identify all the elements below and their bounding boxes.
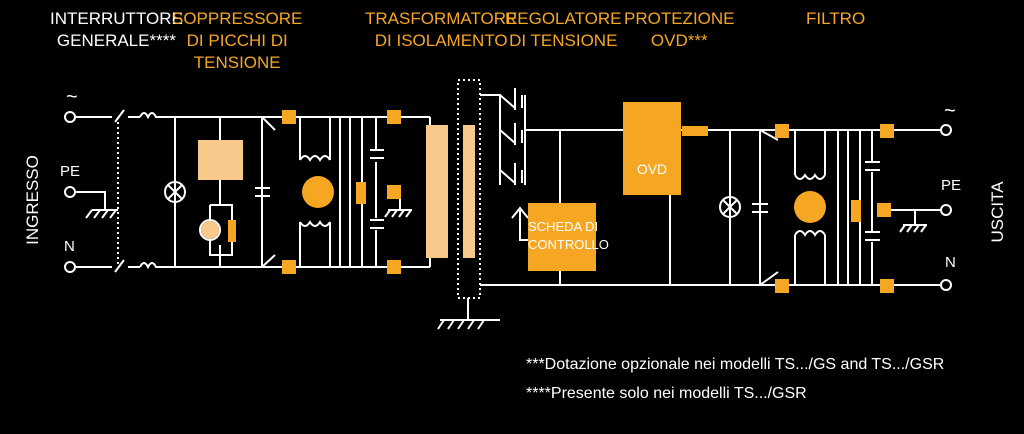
output-n-label: N (945, 254, 956, 271)
filter-out-resistor (851, 200, 861, 222)
input-pe-label: PE (60, 163, 81, 180)
output-lamp (719, 196, 741, 218)
header-voltage-regulator: REGOLATORE DI TENSIONE (505, 9, 622, 50)
node-9 (877, 203, 891, 217)
ovd-block (623, 102, 681, 195)
input-n-terminal (64, 261, 76, 273)
choke-core-in (302, 176, 334, 208)
surge-lamp-2-fill (201, 221, 219, 239)
choke-coil-bottom (299, 220, 331, 267)
header-main-switch: INTERRUTTORE GENERALE**** (50, 9, 183, 50)
control-arrow (511, 206, 530, 241)
transformer-primary-block (426, 125, 448, 258)
output-pe-wire (890, 209, 940, 233)
node-1 (282, 110, 296, 124)
node-4 (387, 185, 401, 199)
capacitor-1 (255, 187, 270, 197)
input-ac-label: ~ (66, 86, 78, 108)
header-filter: FILTRO (806, 9, 866, 28)
input-bottom-wire (75, 259, 290, 273)
surge-branch (209, 204, 233, 267)
surge-suppressor-block (198, 140, 243, 180)
input-pe-terminal (64, 186, 76, 198)
control-board-block (528, 203, 596, 271)
choke-coil-top (299, 117, 331, 162)
output-filter-caps (865, 161, 880, 241)
input-top-wire (75, 109, 290, 123)
transformer-ground (437, 298, 500, 330)
filter-in-resistor (356, 182, 366, 204)
transformer-secondary-block (463, 125, 475, 258)
node-3 (387, 110, 401, 124)
output-pe-label: PE (941, 177, 962, 194)
output-choke-links (759, 129, 779, 286)
choke-to-filter (261, 116, 276, 268)
surge-lamp-1-cross (167, 184, 183, 200)
output-cap (752, 203, 768, 213)
header-surge-suppressor: SOPPRESSORE DI PICCHI DI TENSIONE (172, 9, 303, 72)
header-isolation-transformer: TRASFORMATORE DI ISOLAMENTO (365, 9, 518, 50)
note-switch-models: ****Presente solo nei modelli TS.../GSR (526, 385, 807, 402)
triac-2 (499, 123, 523, 146)
choke-core-out (794, 191, 826, 223)
output-n-terminal (940, 279, 952, 291)
output-choke-bottom (794, 230, 826, 285)
surge-lamp-1 (164, 181, 186, 203)
output-ac-label: ~ (944, 100, 956, 122)
header-ovd-protection: PROTEZIONE OVD*** (624, 9, 735, 50)
output-choke-top (794, 130, 826, 180)
node-2 (282, 260, 296, 274)
surge-resistor (228, 220, 236, 242)
output-lamp-cross (722, 199, 738, 215)
output-ac-terminal (940, 124, 952, 136)
input-n-label: N (64, 238, 75, 255)
regulator-output (524, 95, 625, 185)
node-8 (880, 124, 894, 138)
ovd-fuse (682, 126, 708, 136)
node-5 (387, 260, 401, 274)
output-pe-terminal (940, 204, 952, 216)
triac-3 (499, 163, 523, 186)
input-ac-terminal (64, 111, 76, 123)
ovd-label: OVD (636, 161, 668, 177)
triac-1 (499, 88, 523, 111)
node-7 (775, 279, 789, 293)
transformer-secondary-top (480, 94, 501, 185)
node-6 (775, 124, 789, 138)
control-board-label: SCHEDA DI CONTROLLO (528, 219, 609, 252)
note-ovd-optional: ***Dotazione opzionale nei modelli TS...… (526, 356, 945, 373)
input-pe-ground (75, 191, 118, 219)
filter-input-caps (370, 149, 384, 229)
node-10 (880, 279, 894, 293)
